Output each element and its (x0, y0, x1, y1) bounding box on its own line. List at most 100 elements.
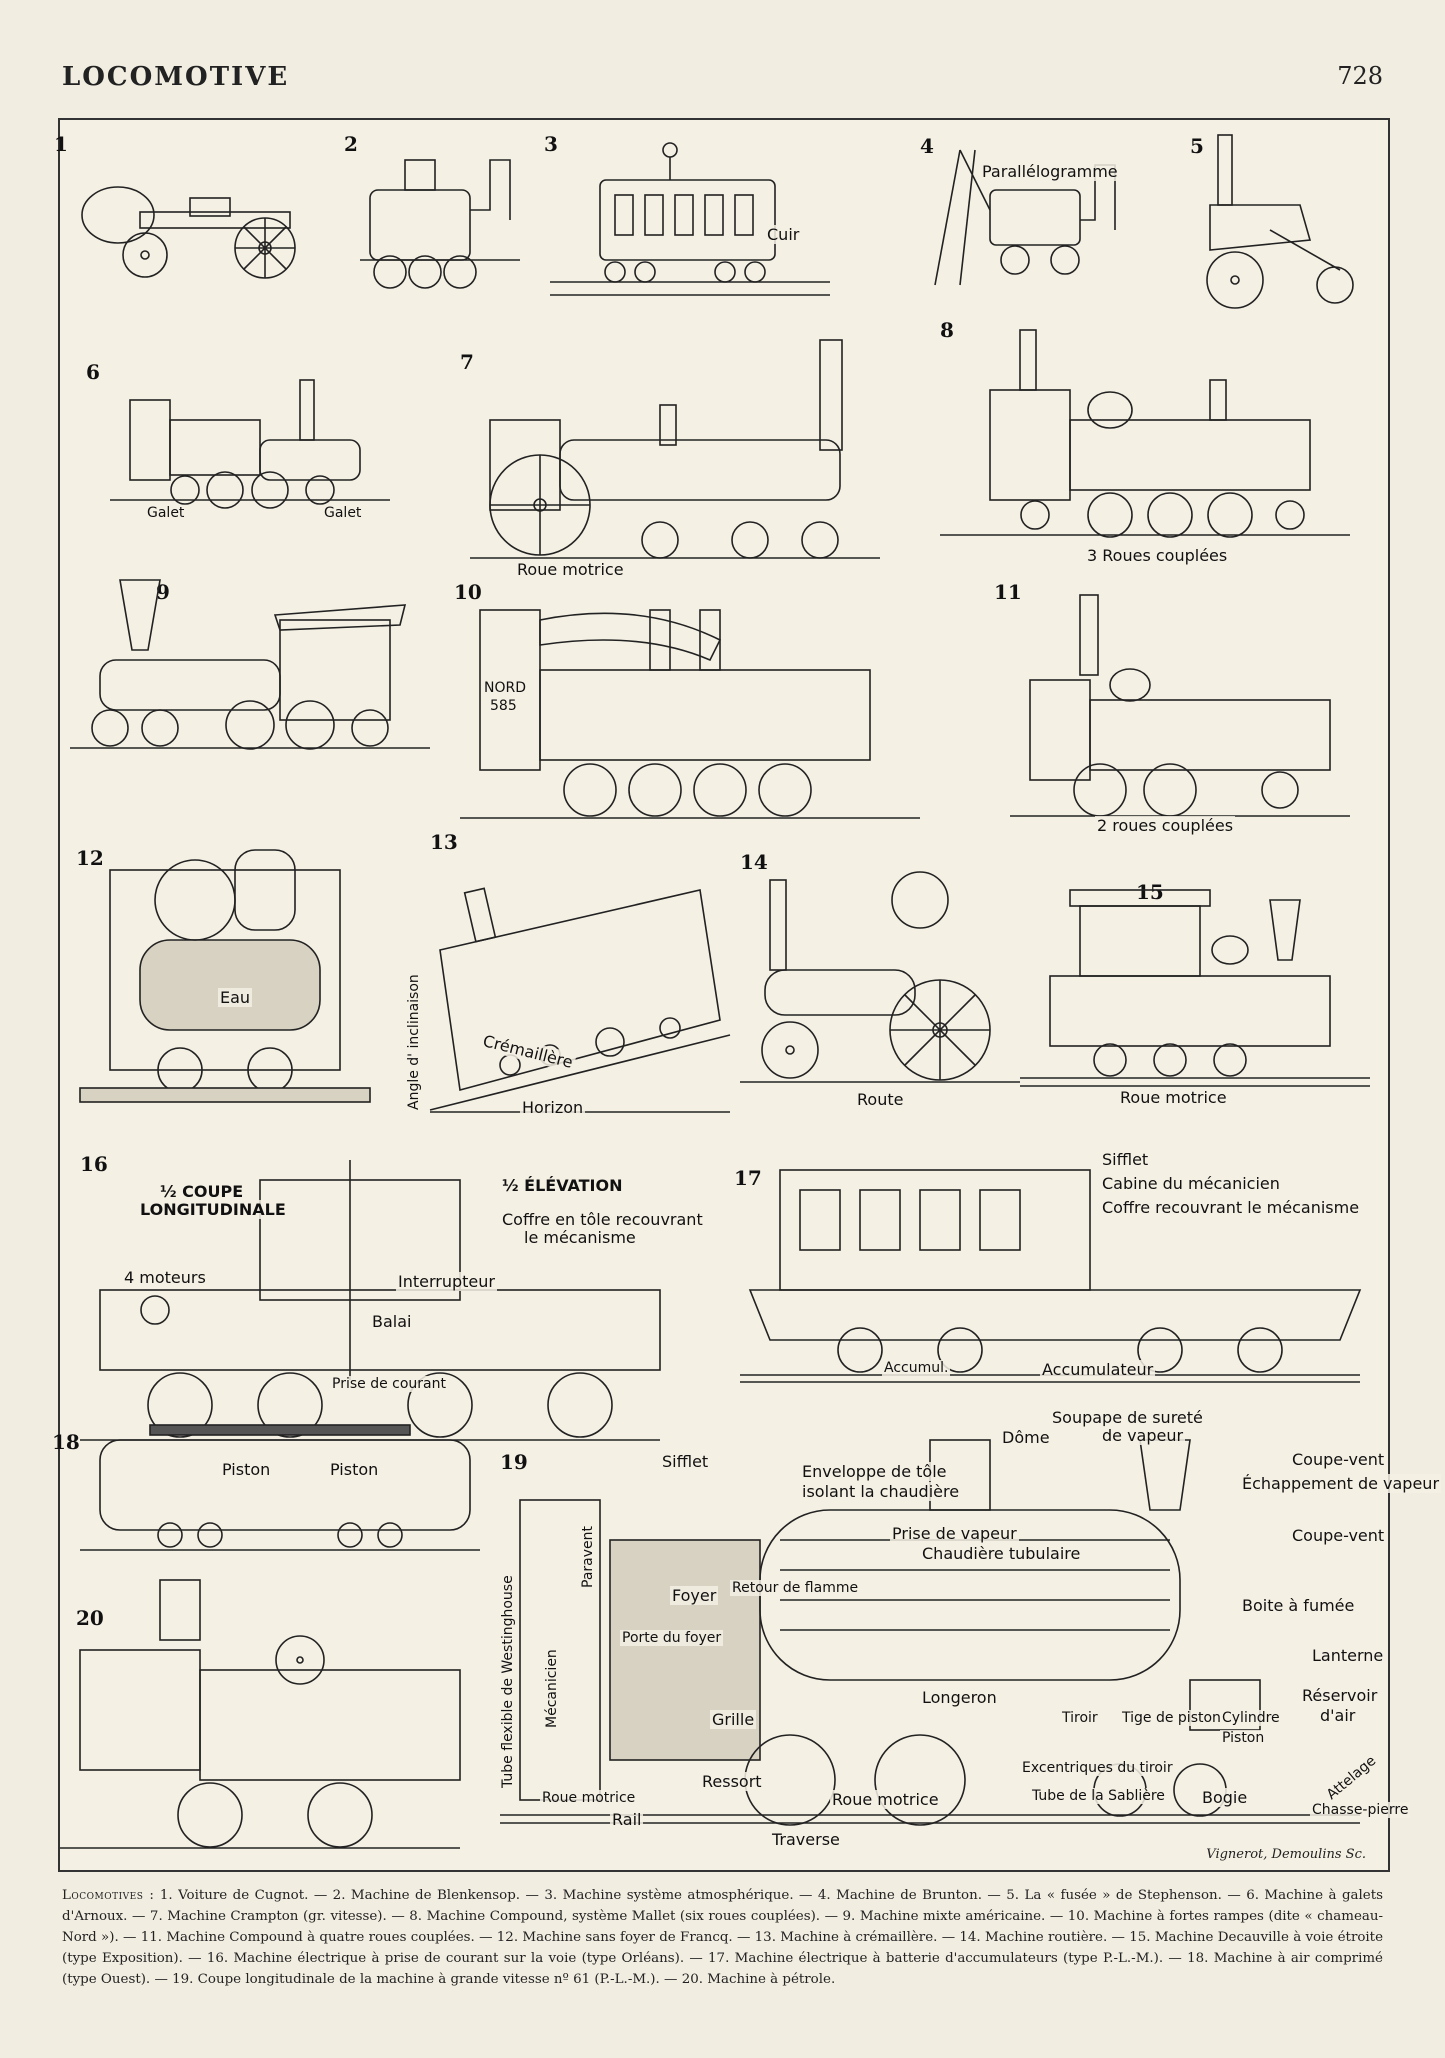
label-piston: Piston (1220, 1730, 1267, 1746)
label-horizon: Horizon (520, 1098, 586, 1117)
label-paravent: Paravent (580, 1524, 596, 1590)
label-prise-de-courant: Prise de courant (330, 1376, 448, 1392)
figure-number: 12 (76, 846, 104, 870)
label-4-moteurs: 4 moteurs (122, 1268, 208, 1287)
label-longeron: Longeron (920, 1688, 999, 1707)
label-galet: Galet (322, 505, 364, 521)
chameau-nord-drawing (460, 609, 920, 819)
label-enveloppe: Enveloppe de tôle (800, 1462, 949, 1481)
label-coffre-tole: Coffre en tôle recouvrant (500, 1210, 705, 1229)
rack-locomotive-drawing (429, 887, 731, 1113)
label-accumul: Accumul. (882, 1360, 951, 1376)
label-coffre-mecanisme: Coffre recouvrant le mécanisme (1100, 1198, 1362, 1217)
compressed-air-drawing (80, 1424, 480, 1551)
francq-drawing (79, 849, 371, 1103)
label-tige-de-piston: Tige de piston (1120, 1710, 1223, 1726)
label-cuir: Cuir (765, 225, 802, 244)
label-excentriques: Excentriques du tiroir (1020, 1760, 1175, 1776)
label-longitudinale: LONGITUDINALE (138, 1200, 288, 1219)
label-roue-motrice: Roue motrice (540, 1790, 638, 1806)
rocket-drawing (1206, 134, 1354, 309)
label-dome: Dôme (1000, 1428, 1052, 1447)
label-porte-du-foyer: Porte du foyer (620, 1630, 724, 1646)
label-sifflet: Sifflet (660, 1452, 711, 1471)
illustration-plate: 1 2 3 (52, 118, 1442, 1872)
label-chaudiere-tubulaire: Chaudière tubulaire (920, 1544, 1083, 1563)
electric-battery-drawing (740, 1169, 1362, 1383)
label-ressort: Ressort (700, 1772, 764, 1791)
figure-number: 13 (430, 830, 458, 854)
american-drawing (70, 579, 430, 750)
label-piston: Piston (328, 1460, 381, 1479)
label-roue-motrice: Roue motrice (515, 560, 626, 579)
label-prise-de-vapeur: Prise de vapeur (890, 1524, 1019, 1543)
label-chasse-pierre: Chasse-pierre (1310, 1802, 1411, 1818)
petrol-engine-drawing (60, 1579, 461, 1849)
blenkensop-drawing (360, 159, 520, 289)
label-coupe-vent: Coupe-vent (1290, 1526, 1387, 1545)
figure-number: 19 (500, 1450, 528, 1474)
label-demi-coupe: ½ COUPE (158, 1182, 246, 1201)
label-tube-westinghouse: Tube flexible de Westinghouse (500, 1573, 516, 1790)
label-eau: Eau (218, 988, 253, 1007)
label-accumulateur: Accumulateur (1040, 1360, 1156, 1379)
arnoux-drawing (110, 379, 390, 509)
label-coupe-vent: Coupe-vent (1290, 1450, 1387, 1469)
caption-lead: Locomotives : (62, 1888, 155, 1903)
decauville-drawing (1020, 889, 1370, 1087)
label-echappement: Échappement de vapeur (1240, 1474, 1442, 1493)
label-angle-inclinaison: Angle d' inclinaison (406, 972, 422, 1112)
label-2-roues-couplees: 2 roues couplées (1095, 816, 1236, 835)
label-retour-de-flamme: Retour de flamme (730, 1580, 861, 1596)
label-585: 585 (488, 698, 519, 714)
compound-drawing (1010, 594, 1350, 817)
label-boite-a-fumee: Boite à fumée (1240, 1596, 1357, 1615)
label-cabine: Cabine du mécanicien (1100, 1174, 1282, 1193)
label-cylindre: Cylindre (1220, 1710, 1282, 1726)
figure-number: 6 (86, 360, 100, 384)
figure-number: 17 (734, 1166, 762, 1190)
figure-number: 20 (76, 1606, 104, 1630)
label-tube-sabliere: Tube de la Sablière (1030, 1788, 1167, 1804)
label-traverse: Traverse (770, 1830, 842, 1849)
label-roue-motrice: Roue motrice (1118, 1088, 1229, 1107)
cugnot-drawing (81, 186, 296, 279)
figure-number: 14 (740, 850, 768, 874)
page-number: 728 (1337, 62, 1383, 90)
label-soupape: Soupape de sureté (1050, 1408, 1205, 1427)
figure-number: 1 (54, 132, 68, 156)
label-3-roues-couplees: 3 Roues couplées (1085, 546, 1230, 565)
figure-number: 3 (544, 132, 558, 156)
engraver-signature: Vignerot, Demoulins Sc. (1206, 1847, 1366, 1862)
mallet-drawing (940, 329, 1350, 538)
page-title: LOCOMOTIVE (62, 62, 290, 92)
label-d-air: d'air (1318, 1706, 1358, 1725)
figure-number: 4 (920, 134, 934, 158)
figure-number: 11 (994, 580, 1022, 604)
figure-number: 10 (454, 580, 482, 604)
label-isolant: isolant la chaudière (800, 1482, 962, 1501)
label-grille: Grille (710, 1710, 757, 1729)
label-parallelogramme: Parallélogramme (980, 162, 1120, 181)
label-sifflet: Sifflet (1100, 1150, 1151, 1169)
label-de-vapeur: de vapeur (1100, 1426, 1186, 1445)
figure-number: 16 (80, 1152, 108, 1176)
crampton-drawing (470, 339, 880, 559)
label-rail: Rail (610, 1810, 644, 1829)
figure-number: 5 (1190, 134, 1204, 158)
figure-number: 18 (52, 1430, 80, 1454)
label-bogie: Bogie (1200, 1788, 1250, 1807)
label-route: Route (855, 1090, 906, 1109)
label-le-mecanisme: le mécanisme (522, 1228, 638, 1247)
figure-number: 8 (940, 318, 954, 342)
road-engine-drawing (740, 871, 1020, 1083)
label-nord: NORD (482, 680, 528, 696)
label-piston: Piston (220, 1460, 273, 1479)
label-demi-elevation: ½ ÉLÉVATION (500, 1176, 625, 1195)
plate-caption: Locomotives : 1. Voiture de Cugnot. — 2.… (62, 1885, 1383, 1990)
label-reservoir: Réservoir (1300, 1686, 1380, 1705)
label-interrupteur: Interrupteur (396, 1272, 497, 1291)
figure-number: 15 (1136, 880, 1164, 904)
figure-number: 2 (344, 132, 358, 156)
page-header: LOCOMOTIVE 728 (62, 62, 1383, 102)
